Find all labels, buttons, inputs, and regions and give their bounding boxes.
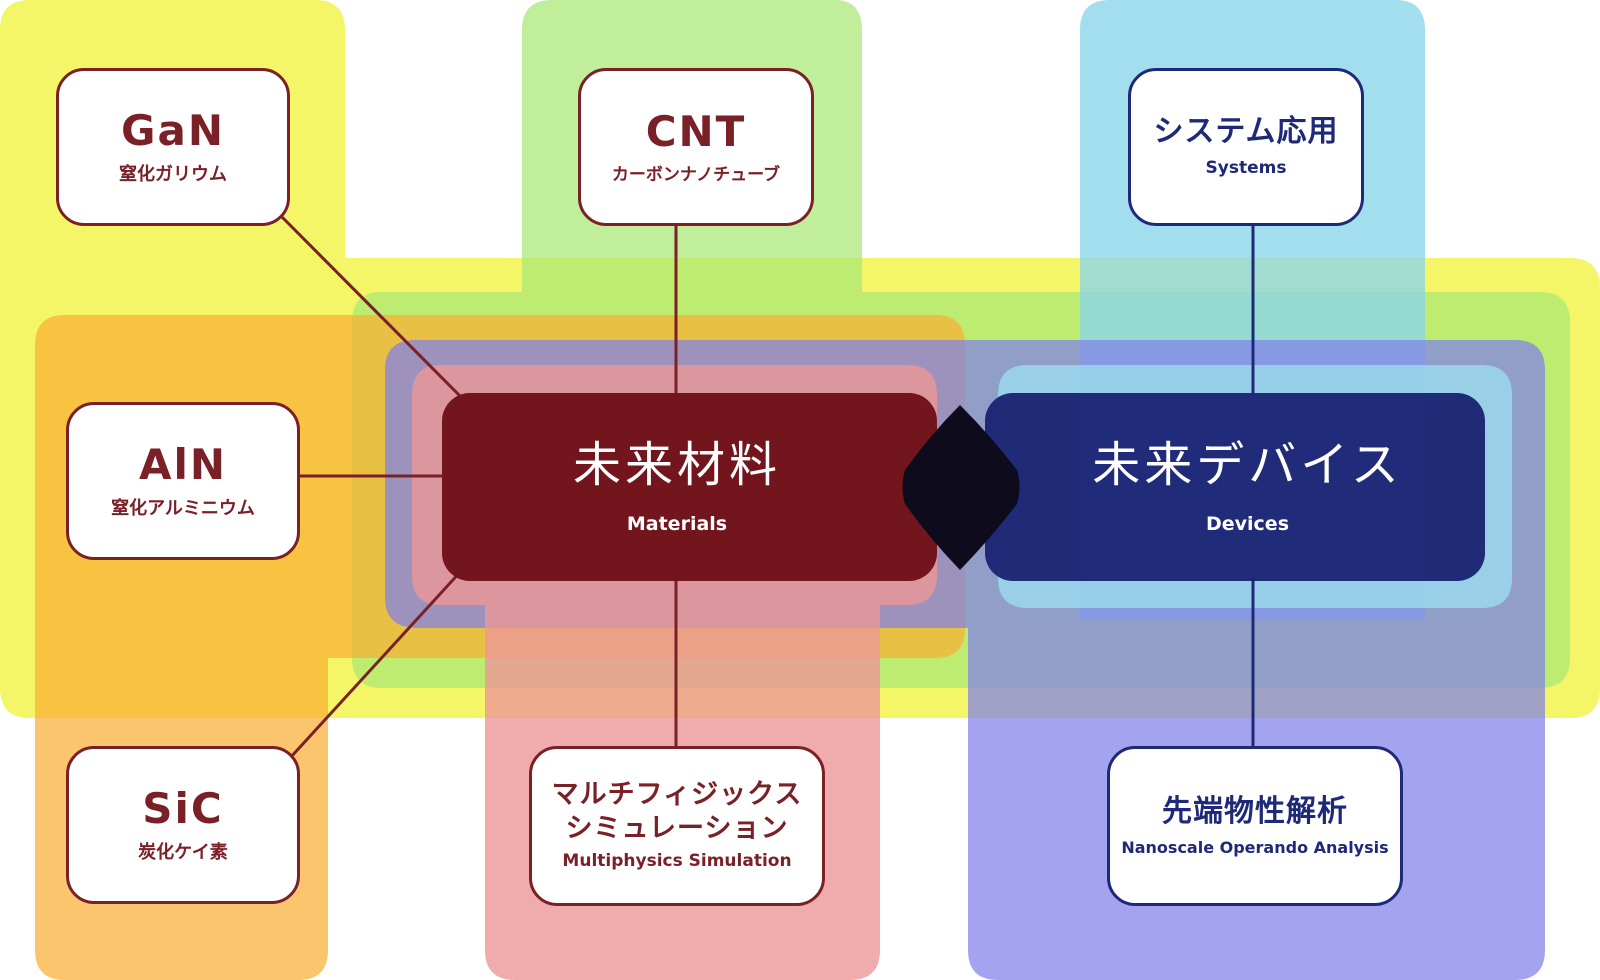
node-analysis[interactable]: 先端物性解析 Nanoscale Operando Analysis — [1107, 746, 1403, 906]
gan-title: GaN — [121, 106, 225, 156]
node-cnt[interactable]: CNT カーボンナノチューブ — [578, 68, 814, 226]
analysis-subtitle: Nanoscale Operando Analysis — [1121, 837, 1389, 857]
node-multiphysics[interactable]: マルチフィジックス シミュレーション Multiphysics Simulati… — [529, 746, 825, 906]
aln-subtitle: 窒化アルミニウム — [111, 498, 255, 520]
connector-gan — [278, 213, 464, 400]
node-aln[interactable]: AlN 窒化アルミニウム — [66, 402, 300, 560]
materials-core-shape — [442, 393, 937, 581]
materials-subtitle: Materials — [626, 513, 728, 536]
sic-title: SiC — [142, 784, 224, 834]
devices-core[interactable]: 未来デバイス Devices — [1010, 393, 1485, 581]
materials-core[interactable]: 未来材料 Materials — [442, 393, 912, 581]
systems-subtitle: Systems — [1205, 158, 1287, 179]
node-gan[interactable]: GaN 窒化ガリウム — [56, 68, 290, 226]
analysis-title: 先端物性解析 — [1162, 793, 1348, 829]
sic-subtitle: 炭化ケイ素 — [138, 842, 228, 864]
devices-subtitle: Devices — [1205, 513, 1289, 536]
connector-sic — [288, 568, 464, 760]
node-sic[interactable]: SiC 炭化ケイ素 — [66, 746, 300, 904]
devices-title: 未来デバイス — [1092, 436, 1403, 493]
cnt-subtitle: カーボンナノチューブ — [611, 164, 781, 185]
multiphysics-title-line2: シミュレーション — [565, 812, 789, 844]
core-overlap-diamond — [902, 405, 1020, 570]
systems-title: システム応用 — [1153, 114, 1339, 150]
multiphysics-subtitle: Multiphysics Simulation — [562, 851, 792, 872]
aln-title: AlN — [138, 440, 228, 490]
cnt-title: CNT — [645, 106, 747, 156]
materials-title: 未来材料 — [572, 436, 781, 493]
gan-subtitle: 窒化ガリウム — [119, 164, 227, 186]
multiphysics-title-line1: マルチフィジックス — [551, 779, 803, 811]
node-systems[interactable]: システム応用 Systems — [1128, 68, 1364, 226]
devices-core-shape — [985, 393, 1485, 581]
